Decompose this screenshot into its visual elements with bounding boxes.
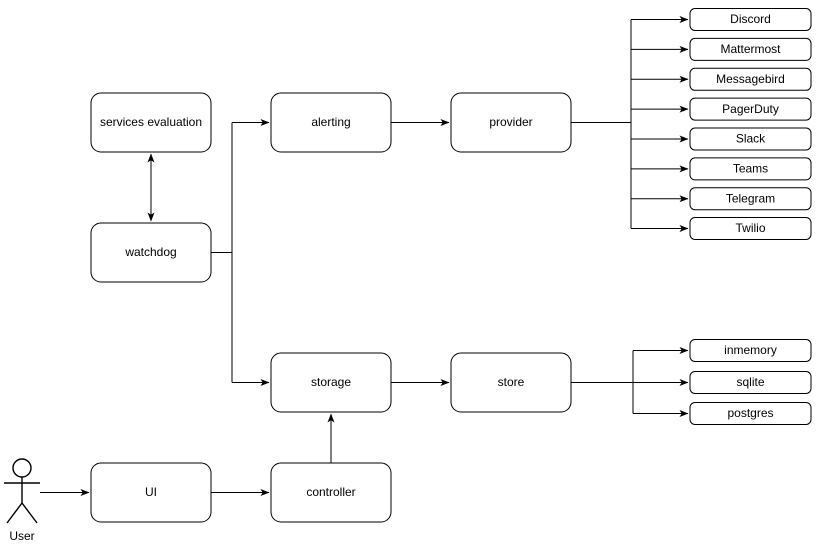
stick-figure-leg-right-icon bbox=[21, 502, 38, 524]
leaf-node-telegram[interactable]: Telegram bbox=[689, 187, 812, 211]
edge-layer bbox=[40, 16, 689, 496]
node-store-box[interactable] bbox=[450, 352, 572, 413]
node-alerting-box[interactable] bbox=[270, 92, 392, 153]
provider-targets-group: Discord Mattermost Messagebird PagerDuty… bbox=[689, 8, 812, 240]
node-alerting-label: alerting bbox=[311, 115, 350, 129]
node-ui-box[interactable] bbox=[90, 462, 212, 523]
leaf-node-sqlite-box[interactable] bbox=[689, 371, 812, 394]
node-alerting[interactable]: alerting bbox=[270, 92, 392, 153]
leaf-node-inmemory[interactable]: inmemory bbox=[689, 339, 812, 362]
leaf-node-inmemory-box[interactable] bbox=[689, 339, 812, 362]
node-ui[interactable]: UI bbox=[90, 462, 212, 523]
leaf-node-teams-label: Teams bbox=[733, 162, 768, 176]
node-store-label: store bbox=[498, 375, 525, 389]
leaf-node-mattermost[interactable]: Mattermost bbox=[689, 37, 812, 61]
leaf-node-postgres-label: postgres bbox=[727, 406, 773, 420]
node-controller-box[interactable] bbox=[270, 462, 392, 523]
leaf-node-discord-box[interactable] bbox=[689, 8, 812, 31]
user-actor[interactable]: User bbox=[4, 458, 40, 543]
node-controller-label: controller bbox=[306, 485, 355, 499]
node-watchdog[interactable]: watchdog bbox=[90, 222, 212, 283]
stick-figure-head-icon bbox=[12, 458, 32, 478]
leaf-node-telegram-box[interactable] bbox=[689, 187, 812, 211]
leaf-node-messagebird-label: Messagebird bbox=[716, 72, 785, 86]
node-provider-box[interactable] bbox=[450, 92, 572, 153]
leaf-node-messagebird[interactable]: Messagebird bbox=[689, 67, 812, 91]
leaf-node-teams[interactable]: Teams bbox=[689, 157, 812, 181]
leaf-node-postgres[interactable]: postgres bbox=[689, 402, 812, 425]
leaf-node-sqlite[interactable]: sqlite bbox=[689, 371, 812, 394]
leaf-node-discord-label: Discord bbox=[730, 12, 771, 26]
leaf-node-twilio[interactable]: Twilio bbox=[689, 217, 812, 240]
leaf-node-pagerduty-label: PagerDuty bbox=[722, 102, 779, 116]
stick-figure-leg-left-icon bbox=[6, 502, 23, 524]
node-watchdog-label: watchdog bbox=[124, 245, 176, 259]
leaf-node-pagerduty[interactable]: PagerDuty bbox=[689, 97, 812, 121]
leaf-node-pagerduty-box[interactable] bbox=[689, 97, 812, 121]
leaf-node-discord[interactable]: Discord bbox=[689, 8, 812, 31]
leaf-node-postgres-box[interactable] bbox=[689, 402, 812, 425]
node-services-evaluation-box[interactable] bbox=[90, 92, 212, 153]
leaf-node-twilio-label: Twilio bbox=[735, 221, 765, 235]
leaf-node-messagebird-box[interactable] bbox=[689, 67, 812, 91]
node-provider[interactable]: provider bbox=[450, 92, 572, 153]
leaf-node-sqlite-label: sqlite bbox=[736, 375, 764, 389]
node-services-evaluation-label: services evaluation bbox=[100, 115, 202, 129]
user-actor-label: User bbox=[9, 529, 34, 543]
leaf-node-teams-box[interactable] bbox=[689, 157, 812, 181]
node-storage-label: storage bbox=[311, 375, 351, 389]
leaf-node-slack[interactable]: Slack bbox=[689, 127, 812, 151]
node-store[interactable]: store bbox=[450, 352, 572, 413]
node-controller[interactable]: controller bbox=[270, 462, 392, 523]
leaf-node-telegram-label: Telegram bbox=[726, 191, 775, 205]
leaf-node-twilio-box[interactable] bbox=[689, 217, 812, 240]
node-storage[interactable]: storage bbox=[270, 352, 392, 413]
node-storage-box[interactable] bbox=[270, 352, 392, 413]
leaf-node-slack-label: Slack bbox=[736, 132, 766, 146]
leaf-node-slack-box[interactable] bbox=[689, 127, 812, 151]
node-provider-label: provider bbox=[489, 115, 532, 129]
node-watchdog-box[interactable] bbox=[90, 222, 212, 283]
store-targets-group: inmemory sqlite postgres bbox=[689, 339, 812, 425]
leaf-node-mattermost-box[interactable] bbox=[689, 37, 812, 61]
node-ui-label: UI bbox=[145, 485, 157, 499]
leaf-node-inmemory-label: inmemory bbox=[724, 343, 777, 357]
leaf-node-mattermost-label: Mattermost bbox=[720, 42, 781, 56]
node-services-evaluation[interactable]: services evaluation bbox=[90, 92, 212, 153]
